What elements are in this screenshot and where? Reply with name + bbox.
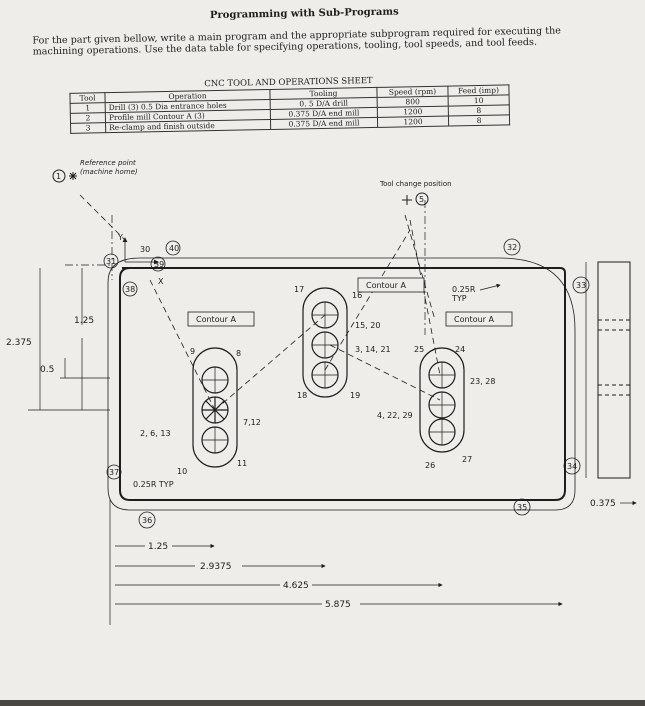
finish-tool-path: [107, 257, 576, 511]
dim-1-25-horizontal: 1.25: [148, 542, 168, 552]
point-label: 40: [169, 244, 179, 253]
cell-tool: 2: [70, 112, 106, 124]
point-label: 23, 28: [470, 377, 495, 386]
point-label: 11: [237, 459, 247, 468]
dim-5-875: 5.875: [325, 600, 351, 610]
axis-y-label: Y: [117, 233, 123, 242]
point-label: 26: [425, 461, 435, 470]
contour-a-box-middle: [357, 277, 425, 293]
point-label: 16: [352, 291, 362, 300]
tool-change-label: Tool change position: [379, 180, 452, 188]
cell-feed: 8: [448, 114, 510, 127]
contour-slot-left: [192, 347, 238, 468]
point-label: 31: [106, 257, 116, 266]
point-label: 35: [517, 503, 527, 512]
point-label: 10: [177, 467, 187, 476]
point-label: 3, 14, 21: [355, 345, 391, 354]
contour-slot-middle: [302, 287, 348, 398]
instructions-text: For the part given bellow, write a main …: [32, 25, 562, 58]
point-label: 9: [190, 347, 195, 356]
radius-note: 0.25R: [452, 285, 476, 294]
contour-a-label-left: Contour A: [196, 315, 236, 324]
point-label: 2, 6, 13: [140, 429, 171, 438]
cell-speed: 1200: [377, 116, 449, 128]
point-label: 24: [455, 345, 465, 354]
vertical-dimensions: [28, 268, 110, 411]
point-label: 32: [507, 243, 517, 252]
point-label: 36: [142, 516, 152, 525]
point-label: 38: [125, 285, 135, 294]
dim-1-25-vertical: 1.25: [74, 316, 94, 326]
reference-point-marker: 1: [52, 169, 77, 183]
point-label: 17: [294, 285, 304, 294]
point-label: 18: [297, 391, 307, 400]
point-label: 15, 20: [355, 321, 380, 330]
point-label: 8: [236, 349, 241, 358]
tool-change-marker: 5: [402, 192, 429, 206]
contour-a-label-middle: Contour A: [366, 281, 406, 290]
header-tool: Tool: [69, 92, 106, 104]
side-view: [585, 261, 631, 479]
dim-2-9375: 2.9375: [200, 562, 232, 572]
cell-tooling: 0.375 D/A end mill: [270, 117, 378, 130]
point-label: 4, 22, 29: [377, 411, 413, 420]
point-label: 7,12: [243, 418, 261, 427]
cell-tool: 3: [70, 122, 106, 134]
point-label: 34: [567, 462, 577, 471]
dim-2-375: 2.375: [6, 338, 32, 348]
reference-point-number: 1: [56, 172, 61, 181]
axis-x-label: X: [158, 277, 164, 286]
part-drawing: 1 Reference point (machine home) Tool ch…: [6, 159, 637, 625]
point-label: 37: [109, 468, 119, 477]
point-labels: 30 40 31 39 38 17 16 15, 20 3, 14, 21 25…: [103, 238, 590, 529]
page-title: Programming with Sub-Programs: [209, 6, 399, 22]
point-label: 19: [350, 391, 360, 400]
cell-tool: 1: [70, 102, 106, 114]
rapid-paths: [79, 194, 441, 411]
point-label: 30: [140, 245, 150, 254]
horizontal-dimensions: [109, 500, 637, 625]
radius-note-typ: TYP: [451, 294, 467, 303]
contour-a-box-right: [445, 311, 513, 327]
operations-table: Tool Operation Tooling Speed (rpm) Feed …: [69, 84, 510, 134]
dim-4-625: 4.625: [283, 581, 309, 591]
xy-axes: [122, 237, 159, 265]
tool-change-number: 5: [419, 195, 424, 204]
reference-point-sublabel: (machine home): [80, 168, 138, 176]
corner-radius-note: 0.25R TYP: [133, 480, 174, 489]
contour-a-label-right: Contour A: [454, 315, 494, 324]
point-label: 39: [154, 260, 164, 269]
contour-a-box-left: [187, 311, 255, 327]
dim-0-375: 0.375: [590, 499, 616, 509]
contour-slot-right: [419, 347, 465, 453]
reference-point-label: Reference point: [80, 159, 136, 167]
dim-0-5: 0.5: [40, 365, 54, 375]
part-outline: [119, 267, 566, 501]
point-label: 25: [414, 345, 424, 354]
point-label: 27: [462, 455, 472, 464]
point-label: 33: [576, 281, 586, 290]
